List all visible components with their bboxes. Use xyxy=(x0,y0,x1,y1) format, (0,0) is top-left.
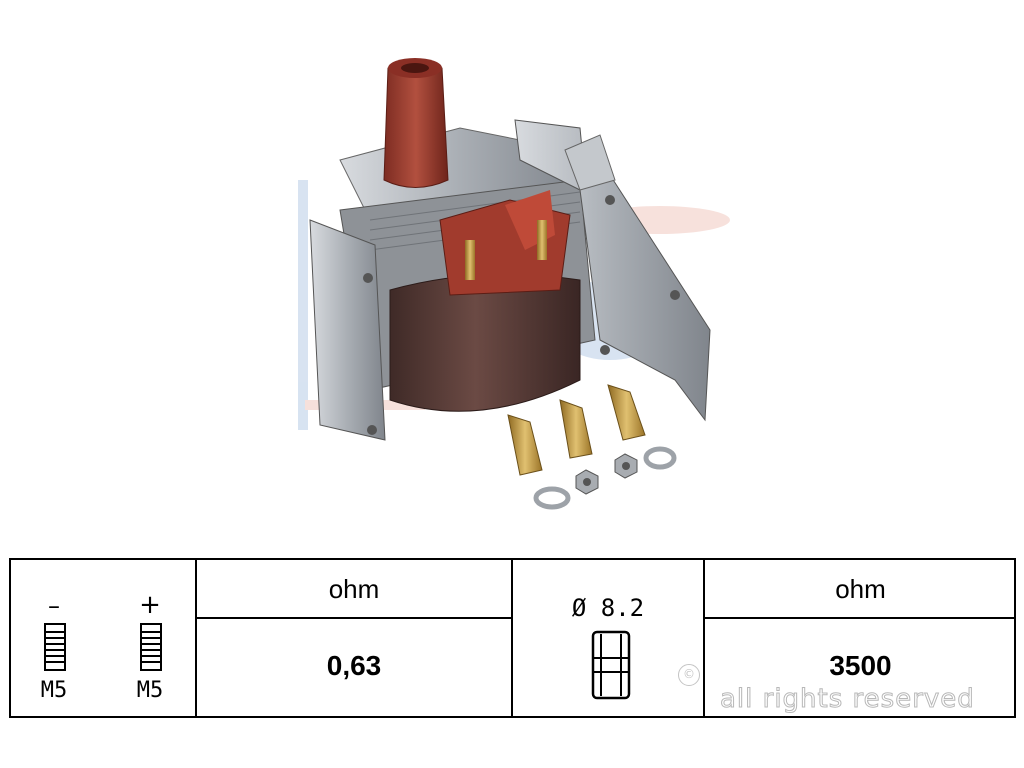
terminal-stud-positive xyxy=(537,220,547,260)
terminal-stud-negative xyxy=(465,240,475,280)
positive-thread-label: M5 xyxy=(136,678,164,703)
primary-resistance-unit: ohm xyxy=(328,574,380,604)
spade-connectors xyxy=(507,384,646,476)
ignition-coil-photo xyxy=(298,58,730,510)
spec-table: – M5 + M5 ohm 0,63 Ø 8.2 xyxy=(9,558,1016,718)
nuts-and-washers xyxy=(533,446,677,510)
primary-resistance-value: 0,63 xyxy=(326,650,382,681)
threaded-stud-icon xyxy=(140,623,162,671)
connector-diameter: Ø 8.2 xyxy=(571,594,645,622)
coil-winding xyxy=(389,273,581,412)
negative-sign: – xyxy=(48,592,60,620)
socket-sleeve-icon xyxy=(591,630,631,700)
left-end-cap xyxy=(309,219,386,441)
hv-tower xyxy=(383,59,449,188)
negative-thread-label: M5 xyxy=(40,678,68,703)
positive-sign: + xyxy=(139,590,161,620)
secondary-resistance-value: 3500 xyxy=(829,650,892,681)
copyright-mark: © xyxy=(678,664,700,686)
threaded-stud-icon xyxy=(44,623,66,671)
watermark-text: all rights reserved xyxy=(720,684,975,715)
secondary-resistance-unit: ohm xyxy=(835,574,886,604)
